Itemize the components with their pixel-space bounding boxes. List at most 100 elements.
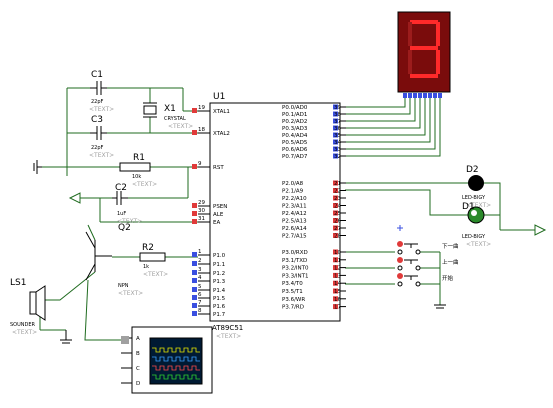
push-button[interactable]: 开始	[397, 273, 454, 287]
d2-ref: D2	[466, 165, 479, 175]
ic-pin-left[interactable]: 8P1.7	[192, 308, 226, 318]
ic-pin-number: 14	[334, 281, 341, 287]
ic-pin-number: 10	[334, 250, 341, 256]
resistor-r1[interactable]: R1 10k <TEXT>	[119, 153, 157, 188]
ic-pin-number: 38	[334, 112, 341, 118]
ic-pin-number: 24	[334, 204, 341, 210]
push-button[interactable]: 下一曲	[397, 241, 459, 255]
c1-ref: C1	[91, 70, 103, 80]
scope-channel-label: B	[136, 351, 140, 357]
ic-pin-label: P0.2/AD2	[282, 119, 307, 125]
seven-segment-display[interactable]: 3	[397, 11, 451, 98]
ic-pin-label: P2.7/A15	[282, 234, 307, 240]
display-pins	[403, 93, 442, 98]
ic-pin-label: P0.4/AD4	[282, 133, 308, 139]
x1-value: CRYSTAL	[164, 116, 186, 122]
capacitor-c3[interactable]: C3 22pF <TEXT>	[89, 115, 114, 159]
resistor-r2[interactable]: R2 1k <TEXT>	[139, 243, 168, 278]
ic-pin-label: P3.6/WR	[282, 297, 305, 303]
sounder-ls1[interactable]: LS1 SOUNDER <TEXT>	[10, 278, 46, 336]
ic-pin-left[interactable]: 2P1.1	[192, 258, 225, 268]
ic-pin-label: P1.5	[213, 296, 226, 302]
c2-value: 1uF	[117, 211, 126, 217]
ic-pin-number: 37	[334, 119, 341, 125]
scope-channel-label: D	[136, 381, 140, 387]
push-button[interactable]: 上一曲	[397, 257, 459, 271]
display-pin	[438, 93, 442, 98]
ic-pin-label: P3.7/RD	[282, 305, 304, 311]
ic-pin-label: P0.1/AD1	[282, 112, 307, 118]
ic-pin-label: EA	[213, 220, 220, 226]
ic-pin-right[interactable]: P0.2/AD2 37	[282, 118, 346, 126]
ic-pin-left[interactable]: 5P1.4	[192, 284, 226, 294]
ic-pin-number: 28	[334, 234, 341, 240]
capacitor-c1[interactable]: C1 22pF <TEXT>	[89, 70, 114, 113]
ic-body[interactable]	[209, 102, 341, 322]
ic-pin-right[interactable]: P2.7/A15 28	[282, 233, 346, 240]
ic-pin-number: 6	[198, 292, 202, 298]
capacitor-c2[interactable]: C2 1uF <TEXT>	[112, 183, 142, 225]
button-label: 开始	[442, 274, 454, 282]
ic-u1[interactable]: U1 AT89C51 <TEXT> 19XTAL118XTAL29RST29PS…	[192, 92, 346, 340]
ic-pin-right[interactable]: P0.1/AD1 38	[282, 111, 346, 119]
ic-pin-label: P0.6/AD6	[282, 147, 308, 153]
ic-pin-number: 18	[198, 127, 205, 133]
ic-pin-left[interactable]: 6P1.5	[192, 292, 226, 302]
transistor-q2[interactable]: Q2 NPN <TEXT>	[85, 223, 143, 297]
d1-ref: D1	[462, 202, 475, 212]
ic-pin-left[interactable]: 1P1.0	[192, 249, 226, 259]
ls1-ref: LS1	[10, 278, 26, 288]
ic-pin-number: 9	[198, 161, 202, 167]
crystal-x1[interactable]: X1 CRYSTAL <TEXT>	[143, 102, 193, 130]
ic-pin-label: P1.0	[213, 253, 226, 259]
led-d1[interactable]: D1 LED-BIGY <TEXT>	[462, 202, 491, 248]
ic-pin-left[interactable]: 4P1.3	[192, 275, 226, 285]
ic-pin-number: 30	[198, 208, 205, 214]
ic-pin-number: 15	[334, 289, 341, 295]
segment-a	[410, 20, 438, 24]
d2-text: <TEXT>	[466, 202, 491, 209]
ic-text: <TEXT>	[216, 333, 241, 340]
led-d2[interactable]: D2 LED-BIGY <TEXT>	[462, 165, 491, 209]
ic-pin-left[interactable]: 7P1.6	[192, 300, 226, 310]
segment-d	[410, 74, 438, 78]
segment-b	[436, 22, 440, 46]
ic-pin-left[interactable]: 3P1.2	[192, 267, 225, 277]
ic-pin-label: P3.2/INT0	[282, 266, 309, 272]
x1-text: <TEXT>	[168, 123, 193, 130]
scope-pin-a	[121, 336, 129, 344]
r1-value: 10k	[132, 174, 141, 180]
ground-symbol-right	[434, 304, 446, 309]
